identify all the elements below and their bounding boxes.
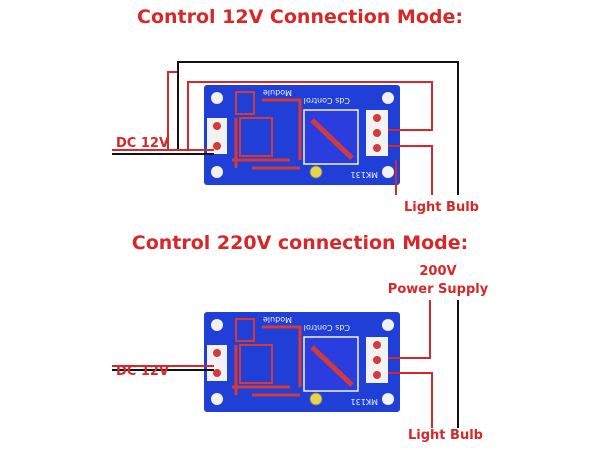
terminal-screw: [373, 356, 381, 364]
input-terminal: [207, 345, 227, 381]
component-block: [239, 344, 273, 384]
wire-red: [388, 145, 433, 195]
bottom-bulb-label: Light Bulb: [408, 428, 483, 443]
bottom-module-board: Cds Control Module MK131: [204, 312, 400, 412]
mount-hole: [382, 319, 394, 331]
mount-hole: [211, 393, 223, 405]
pcb-traces: [232, 98, 302, 170]
ic-chip: [235, 318, 255, 342]
terminal-screw: [213, 369, 221, 377]
top-wires: [112, 61, 459, 195]
relay-trace: [310, 345, 354, 387]
power-label-2: Power Supply: [387, 282, 489, 297]
mount-hole: [382, 393, 394, 405]
top-title: Control 12V Connection Mode:: [137, 6, 463, 28]
terminal-screw: [373, 341, 381, 349]
board-text-2: Module: [263, 315, 292, 324]
wire-red: [388, 372, 433, 428]
board-text-1: Cds Control: [304, 323, 350, 332]
terminal-screw: [373, 371, 381, 379]
board-text-3: MK131: [351, 170, 378, 179]
bottom-title: Control 220V connection Mode:: [131, 232, 469, 254]
mount-hole: [382, 92, 394, 104]
pcb-traces: [232, 325, 302, 397]
light-sensor: [309, 165, 323, 179]
wire-red: [388, 300, 431, 359]
ic-chip: [235, 91, 255, 115]
terminal-screw: [373, 114, 381, 122]
top-dc-label: DC 12V: [116, 136, 170, 151]
mount-hole: [211, 166, 223, 178]
component-block: [239, 117, 273, 157]
board-text-2: Module: [263, 88, 292, 97]
board-text-1: Cds Control: [304, 96, 350, 105]
terminal-screw: [373, 144, 381, 152]
top-module-board: Cds Control Module MK131: [204, 85, 400, 185]
terminal-screw: [213, 349, 221, 357]
terminal-screw: [213, 122, 221, 130]
power-label-1: 200V: [419, 264, 457, 279]
top-bulb-label: Light Bulb: [404, 200, 479, 215]
relay-trace: [310, 118, 354, 160]
mount-hole: [211, 92, 223, 104]
board-text-3: MK131: [351, 397, 378, 406]
bottom-wires: [112, 300, 459, 428]
wire-red: [187, 81, 433, 150]
bottom-dc-label: DC 12V: [116, 364, 170, 379]
wire-black: [177, 61, 459, 195]
terminal-screw: [213, 142, 221, 150]
light-sensor: [309, 392, 323, 406]
mount-hole: [382, 166, 394, 178]
wire-red: [167, 71, 178, 150]
mount-hole: [211, 319, 223, 331]
input-terminal: [207, 118, 227, 154]
terminal-screw: [373, 129, 381, 137]
